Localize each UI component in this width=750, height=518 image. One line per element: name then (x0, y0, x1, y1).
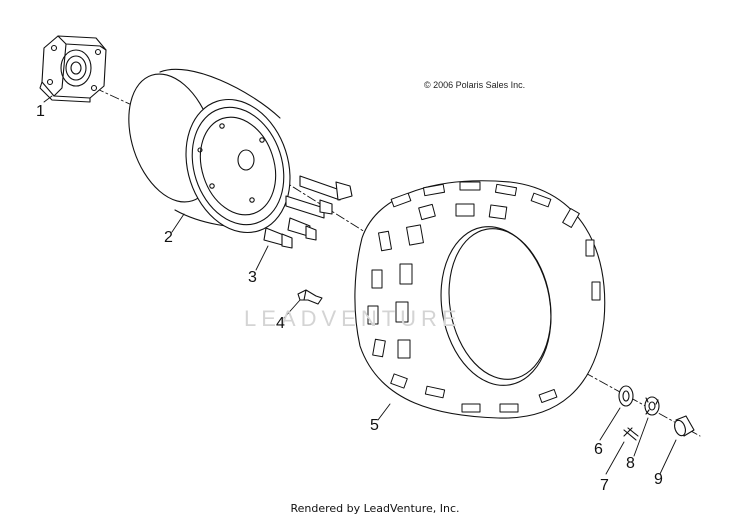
callout-9: 9 (654, 471, 663, 488)
callout-2: 2 (164, 229, 173, 246)
dust-cap-part (674, 415, 695, 437)
tire-tread-lugs (367, 181, 601, 413)
callout-8: 8 (626, 455, 635, 472)
leader-lines (43, 95, 677, 475)
cotter-pin-part (623, 427, 639, 441)
callout-6: 6 (594, 441, 603, 458)
copyright-notice: © 2006 Polaris Sales Inc. (424, 80, 526, 90)
lug-nut-part (263, 175, 353, 249)
callout-3: 3 (248, 269, 257, 286)
wheel-hub-part (39, 35, 107, 103)
callout-7: 7 (600, 477, 609, 494)
callout-5: 5 (370, 417, 379, 434)
callout-1: 1 (36, 103, 45, 120)
rendered-by-footer: Rendered by LeadVenture, Inc. (290, 502, 460, 515)
callout-4: 4 (276, 315, 285, 332)
washer-part (618, 385, 634, 407)
tire-part (354, 180, 606, 419)
watermark-text: LEADVENTURE (244, 306, 462, 331)
castle-nut-part (644, 396, 660, 416)
valve-stem-part (297, 289, 323, 305)
wheel-rim-part (128, 68, 291, 234)
